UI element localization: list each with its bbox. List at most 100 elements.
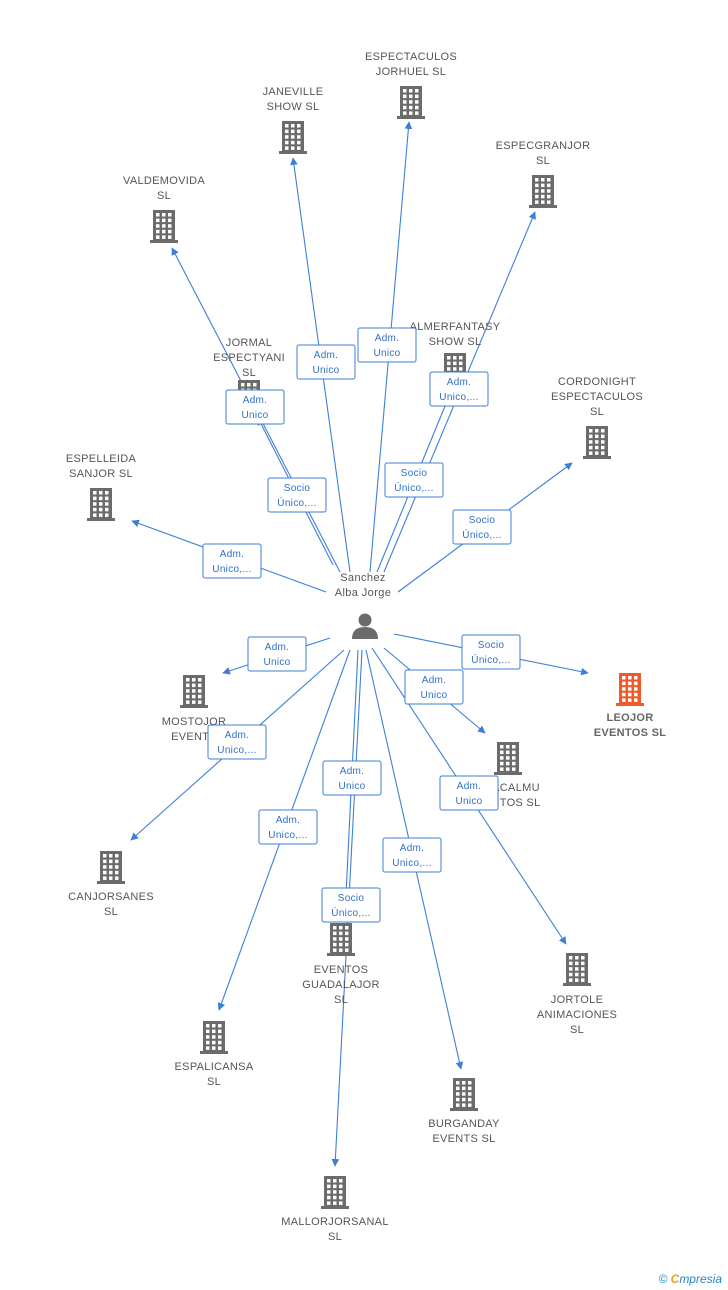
edge-label-acalmu[interactable]: Adm. Unico: [404, 669, 464, 705]
edge-label-espelleida[interactable]: Adm.Unico,...: [202, 543, 262, 579]
company-label: EVENTS: [171, 731, 217, 743]
edge-label-text: Unico: [455, 796, 482, 807]
company-label: SHOW SL: [267, 101, 320, 113]
edge-label-text: Socio: [469, 515, 496, 526]
company-node-valdemovida[interactable]: VALDEMOVIDA SL: [123, 175, 205, 243]
edge-label-valdemovida[interactable]: Adm.Unico: [225, 389, 285, 425]
building-icon: [87, 488, 115, 521]
building-icon: [450, 1078, 478, 1111]
company-label: SL: [590, 406, 604, 418]
company-label: JORHUEL SL: [376, 66, 446, 78]
company-label: SL: [242, 367, 256, 379]
edge-label-burganday[interactable]: Adm. Unico,...: [382, 837, 442, 873]
company-label: SL: [207, 1076, 221, 1088]
company-node-leojor[interactable]: LEOJOR EVENTOS SL: [594, 673, 666, 739]
building-icon: [397, 86, 425, 119]
edge-label-text: Unico,...: [212, 564, 251, 575]
company-node-jortole[interactable]: JORTOLE ANIMACIONES SL: [537, 953, 617, 1036]
company-label: ESPECTACULOS: [551, 391, 643, 403]
brand-name: mpresia: [679, 1272, 722, 1286]
edge-label-text: Adm.: [422, 675, 447, 686]
edge-label-canjorsanes[interactable]: Adm. Unico,...: [207, 724, 267, 760]
person-label: Sanchez: [340, 572, 386, 584]
company-label: EVENTOS: [314, 964, 368, 976]
company-label: ESPECTYANI: [213, 352, 285, 364]
edge-label-text: Adm.: [400, 843, 425, 854]
edge-label-text: Unico,...: [439, 392, 478, 403]
edge-label-text: Adm.: [375, 333, 400, 344]
edge-label-espalicansa[interactable]: Adm. Unico,...: [258, 809, 318, 845]
copyright-symbol: ©: [658, 1272, 668, 1286]
edge-label-text: Unico,...: [217, 745, 256, 756]
building-icon: [180, 675, 208, 708]
edge-label-text: Único,...: [394, 481, 433, 494]
company-label: CANJORSANES: [68, 891, 154, 903]
edge-label-text: Unico: [338, 781, 365, 792]
company-label: LEOJOR: [606, 712, 653, 724]
edge-label-jortole[interactable]: Adm.Unico: [439, 775, 499, 811]
edge-label-text: Unico,...: [268, 830, 307, 841]
company-label: EVENTS SL: [432, 1133, 495, 1145]
person-icon: [352, 613, 378, 639]
edge-label-eventosg[interactable]: SocioÚnico,...: [321, 887, 381, 923]
edge-label-almerfantasy[interactable]: SocioÚnico,...: [384, 462, 444, 498]
edge-label-leojor[interactable]: SocioÚnico,...: [461, 634, 521, 670]
company-node-janeville[interactable]: JANEVILLE SHOW SL: [263, 86, 324, 154]
building-icon: [583, 426, 611, 459]
person-label: Alba Jorge: [335, 587, 392, 599]
company-label: SL: [157, 190, 171, 202]
edge-label-text: Unico,...: [392, 858, 431, 869]
edge-label-text: Adm.: [340, 766, 365, 777]
company-label: ESPECGRANJOR: [496, 140, 591, 152]
edge-label-text: Unico: [312, 365, 339, 376]
edge-label-text: Adm.: [314, 350, 339, 361]
edge-label-text: Único,...: [471, 653, 510, 666]
company-label: ESPELLEIDA: [66, 453, 137, 465]
company-label: SANJOR SL: [69, 468, 133, 480]
edge-label-text: Socio: [338, 893, 365, 904]
company-label: NTOS SL: [492, 797, 541, 809]
company-label: JORTOLE: [551, 994, 603, 1006]
company-label: ANIMACIONES: [537, 1009, 617, 1021]
company-label: SL: [328, 1231, 342, 1243]
company-label: JORMAL: [226, 337, 272, 349]
company-label: JANEVILLE: [263, 86, 324, 98]
edge-label-espectaculos[interactable]: Adm.Unico: [357, 327, 417, 363]
edge-label-janeville[interactable]: Adm. Unico: [296, 344, 356, 380]
company-label: VALDEMOVIDA: [123, 175, 205, 187]
edge-label-text: Unico: [420, 690, 447, 701]
company-label: ESPECTACULOS: [365, 51, 457, 63]
company-label: SL: [570, 1024, 584, 1036]
edge-label-cordonight[interactable]: SocioÚnico,...: [452, 509, 512, 545]
edge-label-text: Adm.: [447, 377, 472, 388]
edge-label-text: Adm.: [225, 730, 250, 741]
company-node-espectaculos[interactable]: ESPECTACULOS JORHUEL SL: [365, 51, 457, 119]
edge-label-jormal[interactable]: SocioÚnico,...: [267, 477, 327, 513]
company-label: CORDONIGHT: [558, 376, 636, 388]
company-label: BURGANDAY: [428, 1118, 500, 1130]
company-node-burganday[interactable]: BURGANDAY EVENTS SL: [428, 1078, 500, 1145]
company-label: EVENTOS SL: [594, 727, 666, 739]
company-node-cordonight[interactable]: CORDONIGHT ESPECTACULOS SL: [551, 376, 643, 459]
building-icon: [327, 923, 355, 956]
edge-label-especgranjor[interactable]: Adm. Unico,...: [429, 371, 489, 407]
edge-label-text: Adm.: [276, 815, 301, 826]
edge-label-text: Único,...: [331, 906, 370, 919]
company-label: SHOW SL: [429, 336, 482, 348]
edge-label-mostojor[interactable]: Adm.Unico: [247, 636, 307, 672]
edge-label-text: Unico: [241, 410, 268, 421]
edge-label-text: Adm.: [265, 642, 290, 653]
edge-label-mallorjorsanal[interactable]: Adm. Unico: [322, 760, 382, 796]
edge-label-text: Socio: [401, 468, 428, 479]
company-label: ALMERFANTASY: [410, 321, 501, 333]
company-label: GUADALAJOR: [302, 979, 380, 991]
edge-label-text: Único,...: [462, 528, 501, 541]
company-node-espelleida[interactable]: ESPELLEIDA SANJOR SL: [66, 453, 137, 521]
